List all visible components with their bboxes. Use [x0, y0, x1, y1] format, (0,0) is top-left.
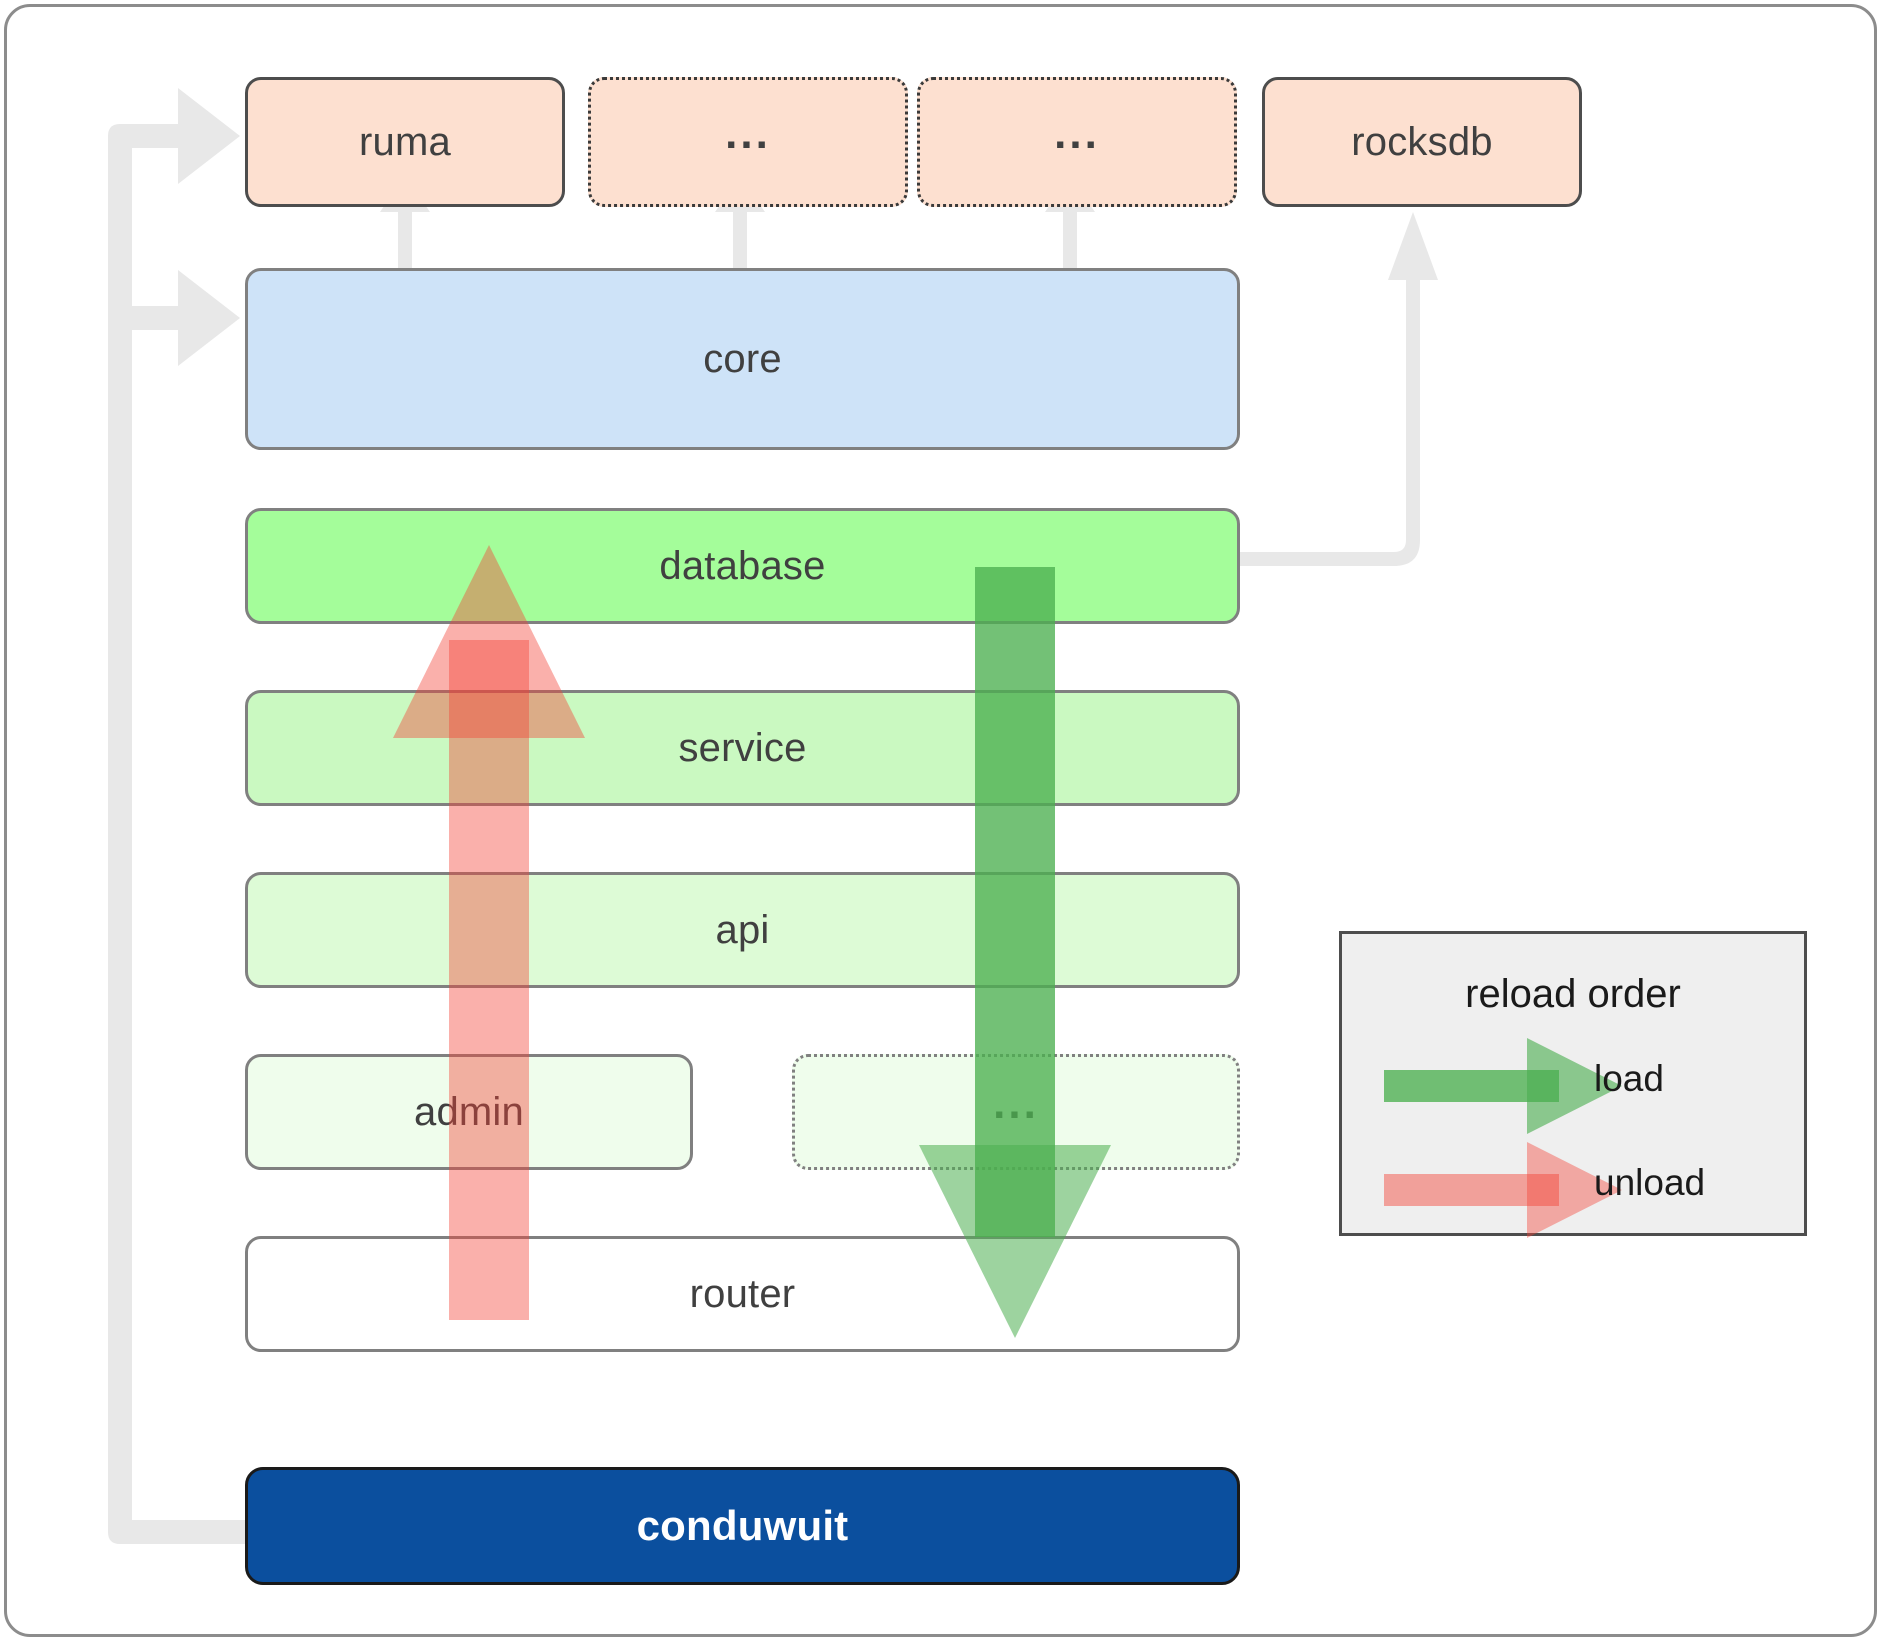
legend-title: reload order	[1465, 972, 1681, 1016]
layer-box-admin[interactable]: admin	[245, 1054, 693, 1170]
layer-label-ellipsis-3: ...	[993, 1079, 1039, 1128]
layer-box-router[interactable]: router	[245, 1236, 1240, 1352]
layer-label-service: service	[678, 726, 807, 770]
layer-label-database: database	[659, 544, 826, 588]
layer-label-admin: admin	[414, 1090, 524, 1134]
binary-label-conduwuit: conduwuit	[636, 1502, 849, 1549]
layer-box-ellipsis-3[interactable]: ...	[792, 1054, 1240, 1170]
connector-trunk-base	[108, 1508, 246, 1544]
dependency-label-ellipsis-1: ...	[725, 109, 771, 158]
core-box[interactable]: core	[245, 268, 1240, 450]
layer-box-api[interactable]: api	[245, 872, 1240, 988]
layer-box-database[interactable]: database	[245, 508, 1240, 624]
legend-reload-order: reload order load unload	[1339, 931, 1807, 1238]
legend-swatch-unload	[1384, 1142, 1622, 1238]
layer-label-router: router	[689, 1272, 796, 1316]
dependency-label-ruma: ruma	[359, 120, 451, 164]
legend-label-unload: unload	[1594, 1162, 1706, 1203]
connector-conduwuit-to-ruma	[108, 88, 240, 1532]
dependency-label-rocksdb: rocksdb	[1351, 120, 1493, 164]
dependency-label-ellipsis-2: ...	[1054, 109, 1100, 158]
connector-database-to-rocksdb	[1228, 212, 1438, 566]
connector-trunk-to-core	[132, 270, 240, 366]
binary-box-conduwuit[interactable]: conduwuit	[245, 1467, 1240, 1585]
legend-arrows	[1384, 1038, 1622, 1238]
legend-label-load: load	[1594, 1058, 1664, 1099]
legend-swatch-load	[1384, 1038, 1622, 1134]
layer-label-api: api	[715, 908, 770, 952]
dependency-box-ellipsis-2[interactable]: ...	[917, 77, 1237, 207]
dependency-box-rocksdb[interactable]: rocksdb	[1262, 77, 1582, 207]
core-label: core	[703, 337, 782, 381]
dependency-box-ellipsis-1[interactable]: ...	[588, 77, 908, 207]
layer-box-service[interactable]: service	[245, 690, 1240, 806]
dependency-box-ruma[interactable]: ruma	[245, 77, 565, 207]
